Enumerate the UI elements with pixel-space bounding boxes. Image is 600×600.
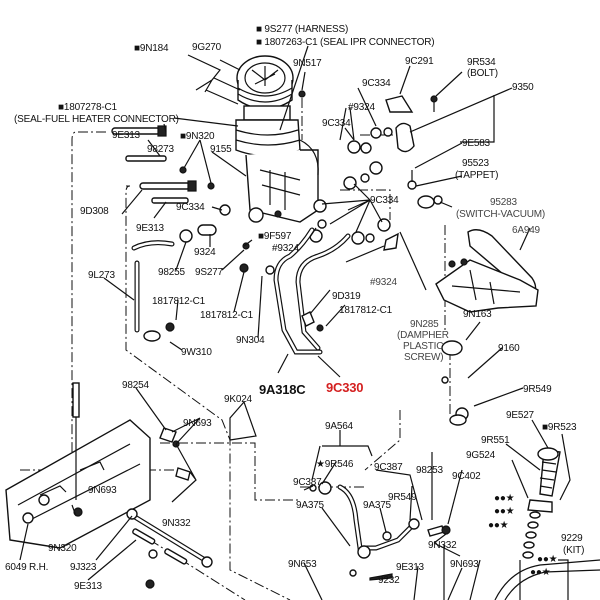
label-9e313-b: 9E313	[136, 223, 165, 234]
label-9324-top: #9324	[348, 102, 375, 113]
label-damper-line3: SCREW)	[404, 352, 443, 363]
label-6049-rh: 6049 R.H.	[5, 562, 48, 573]
label-9r549-right: 9R549	[523, 384, 552, 395]
label-symbol-1: ●●★	[494, 493, 515, 504]
label-symbol-3: ●●★	[488, 520, 509, 531]
label-9n304: 9N304	[236, 335, 265, 346]
label-9d319: 9D319	[332, 291, 361, 302]
label-9l273: 9L273	[88, 270, 115, 281]
label-9g270: 9G270	[192, 42, 222, 53]
label-symbol-2: ●●★	[494, 506, 515, 517]
label-tappet: (TAPPET)	[455, 170, 498, 181]
label-95283: 95283	[490, 197, 517, 208]
label-9c387-left: 9C387	[293, 477, 322, 488]
label-9155: 9155	[210, 144, 232, 155]
label-9c387-right: 9C387	[374, 462, 403, 473]
label-9160: 9160	[498, 343, 520, 354]
label-9350: 9350	[512, 82, 534, 93]
label-9c291: 9C291	[405, 56, 434, 67]
small-parts-top	[298, 90, 443, 251]
label-9w310: 9W310	[181, 347, 212, 358]
label-9n184: ■9N184	[134, 43, 169, 54]
label-9c334-right: 9C334	[370, 195, 399, 206]
label-9c402: 9C402	[452, 471, 481, 482]
label-9c334-left: 9C334	[176, 202, 205, 213]
label-seal-ipr-connector: ■ 1807263-C1 (SEAL IPR CONNECTOR)	[256, 37, 434, 48]
label-9r551: 9R551	[481, 435, 510, 446]
oil-lines	[273, 227, 351, 355]
label-9n693-a: 9N693	[183, 418, 212, 429]
label-9n332-right: 9N332	[428, 540, 457, 551]
label-9n320-b: 9N320	[48, 543, 77, 554]
label-9c334-top: 9C334	[362, 78, 391, 89]
label-symbol-4: ●●★	[537, 554, 558, 565]
label-98254: 98254	[122, 380, 149, 391]
high-pressure-pump	[235, 55, 319, 223]
label-9s277: 9S277	[195, 267, 224, 278]
label-9r546: ★9R546	[316, 459, 354, 470]
label-9e583: 9E583	[462, 138, 491, 149]
label-symbol-5: ●●★	[530, 567, 551, 578]
label-9n693-c: 9N693	[450, 559, 479, 570]
label-9324-right: #9324	[370, 277, 397, 288]
label-9k024: 9K024	[224, 394, 253, 405]
label-9r523: ■9R523	[542, 422, 577, 433]
label-damper-line1: (DAMPHER	[397, 330, 449, 341]
label-9c330-highlighted: 9C330	[326, 380, 363, 395]
label-9324: 9324	[194, 247, 216, 258]
label-damper-line2: PLASTIC	[403, 341, 443, 352]
label-9n320-a: ■9N320	[180, 131, 215, 142]
label-9229: 9229	[561, 533, 583, 544]
label-1817812-c1-b: 1817812-C1	[200, 310, 254, 321]
part-labels: ■ 9S277 (HARNESS) ■ 1807263-C1 (SEAL IPR…	[5, 24, 584, 592]
label-9e313-a: 9E313	[112, 130, 141, 141]
valve-cover	[435, 229, 539, 426]
left-rail-parts	[111, 125, 275, 342]
label-9n163: 9N163	[463, 309, 492, 320]
cylinder-head	[5, 382, 151, 549]
label-9e527: 9E527	[506, 410, 535, 421]
label-9f597: ■9F597	[258, 231, 292, 242]
label-9j323: 9J323	[70, 562, 97, 573]
label-9a318c: 9A318C	[259, 382, 306, 397]
label-switch-vacuum: (SWITCH-VACUUM)	[456, 209, 545, 220]
center-lines	[20, 131, 451, 600]
label-9a564: 9A564	[325, 421, 354, 432]
label-9e313-d: 9E313	[396, 562, 425, 573]
label-9e313-c: 9E313	[74, 581, 103, 592]
label-kit: (KIT)	[563, 545, 584, 556]
label-9g524: 9G524	[466, 450, 496, 461]
label-9n653: 9N653	[288, 559, 317, 570]
label-9n285: 9N285	[410, 319, 439, 330]
label-1817812-c1-a: 1817812-C1	[152, 296, 206, 307]
label-9a375-right: 9A375	[363, 500, 392, 511]
label-6a949: 6A949	[512, 225, 541, 236]
label-9324-mid: #9324	[272, 243, 299, 254]
leader-lines	[19, 45, 571, 600]
label-98273: 98273	[147, 144, 174, 155]
label-1807278-c1: ■1807278-C1	[58, 102, 118, 113]
label-bolt: (BOLT)	[467, 68, 498, 79]
label-9n693-b: 9N693	[88, 485, 117, 496]
label-9n517: 9N517	[293, 58, 322, 69]
injector	[469, 447, 600, 600]
label-1817812-c1-c: 1817812-C1	[339, 305, 393, 316]
label-9s277-harness: ■ 9S277 (HARNESS)	[256, 24, 348, 35]
label-98255: 98255	[158, 267, 185, 278]
label-9d308: 9D308	[80, 206, 109, 217]
label-98253: 98253	[416, 465, 443, 476]
label-9n332-left: 9N332	[162, 518, 191, 529]
label-seal-fuel-heater-connector: (SEAL-FUEL HEATER CONNECTOR)	[14, 114, 179, 125]
label-9a375-left: 9A375	[296, 500, 325, 511]
label-9r534: 9R534	[467, 57, 496, 68]
label-9r549-mid: 9R549	[388, 492, 417, 503]
label-95523: 95523	[462, 158, 489, 169]
label-9232: 9232	[378, 575, 400, 586]
label-9c334-mid: 9C334	[322, 118, 351, 129]
